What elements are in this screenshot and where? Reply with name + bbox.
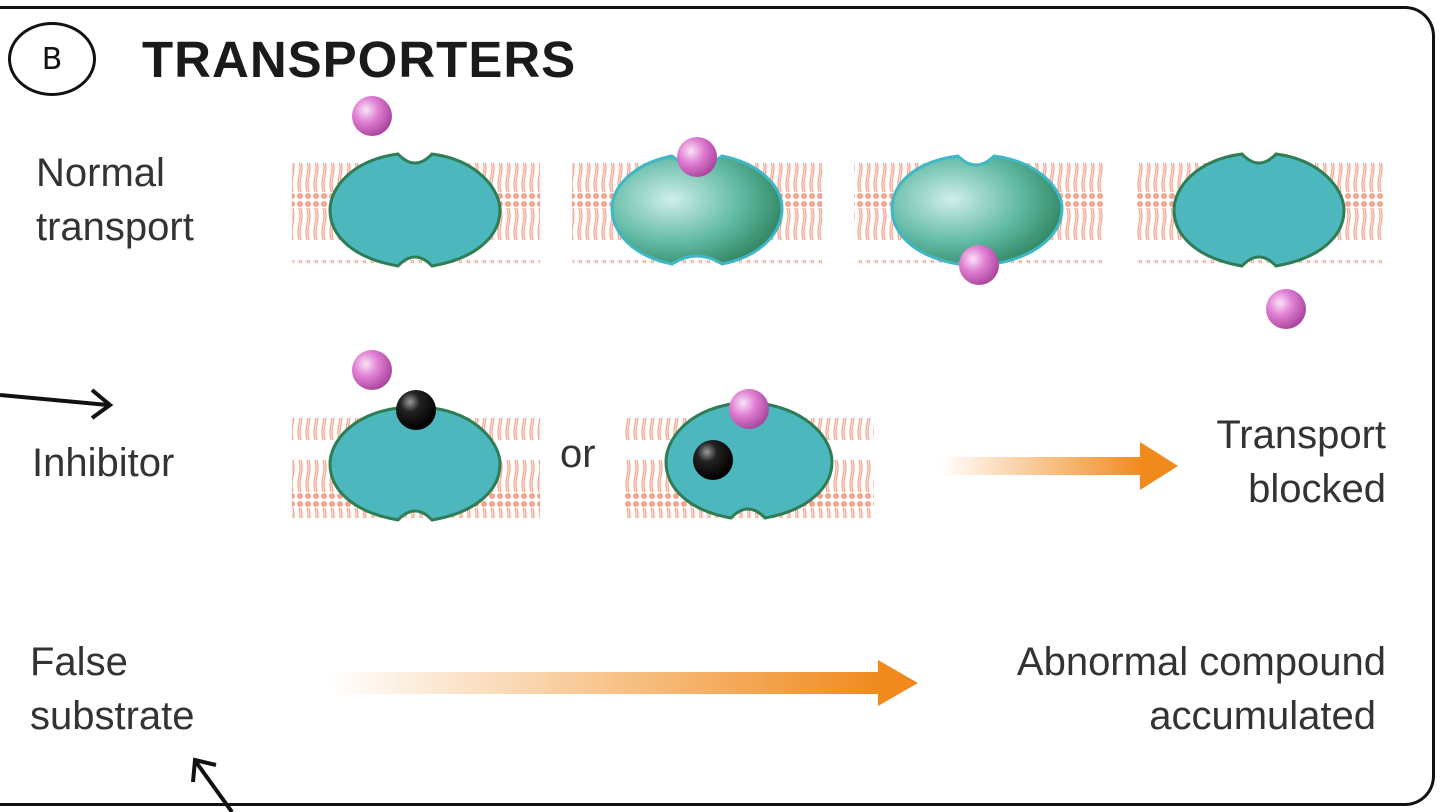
or-connector: or xyxy=(560,432,596,476)
label-normal-transport: Normal transport xyxy=(36,146,194,254)
outcome-transport-blocked: Transport blocked xyxy=(1216,408,1386,516)
outcome-blocked-line1: Transport xyxy=(1216,413,1386,457)
transporter-reset xyxy=(1172,152,1346,268)
label-inhibitor: Inhibitor xyxy=(32,441,175,485)
outcome-blocked-line2: blocked xyxy=(1248,467,1386,511)
pointer-arrow-inhibitor xyxy=(0,388,114,420)
transporter-competitive-inhibition xyxy=(328,406,502,522)
transporter-allosteric-inhibition xyxy=(664,402,834,520)
panel-badge: B xyxy=(8,22,96,96)
label-normal-line2: transport xyxy=(36,205,194,249)
label-normal-line1: Normal xyxy=(36,151,165,195)
substrate-molecule xyxy=(352,350,392,390)
transporter-open-outward xyxy=(328,152,502,268)
outcome-abnormal-line1: Abnormal compound xyxy=(1016,640,1386,684)
substrate-molecule xyxy=(677,137,717,177)
transporter-substrate-bound xyxy=(610,154,784,266)
label-false-line1: False xyxy=(30,640,128,684)
label-false-line2: substrate xyxy=(30,694,195,738)
accumulation-arrow xyxy=(330,660,918,706)
substrate-molecule xyxy=(959,245,999,285)
panel-title: TRANSPORTERS xyxy=(142,31,577,88)
outcome-abnormal-compound: Abnormal compound accumulated xyxy=(1017,635,1386,743)
substrate-molecule xyxy=(1266,289,1306,329)
pointer-arrow-false-substrate xyxy=(191,757,234,812)
outcome-abnormal-line2: accumulated xyxy=(1149,694,1376,738)
blocked-arrow xyxy=(940,442,1178,490)
label-false-substrate: False substrate xyxy=(30,635,195,743)
inhibitor-molecule xyxy=(693,440,733,480)
substrate-molecule xyxy=(729,389,769,429)
substrate-molecule xyxy=(352,96,392,136)
inhibitor-molecule xyxy=(396,390,436,430)
